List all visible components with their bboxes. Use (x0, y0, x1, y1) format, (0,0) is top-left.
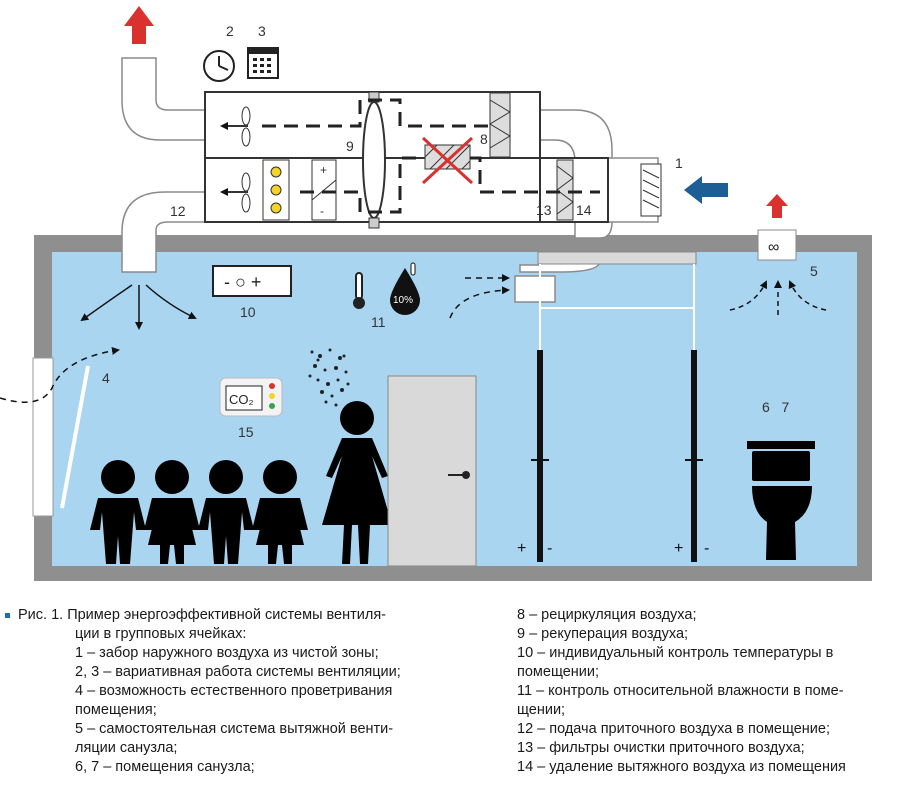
door-plus-1: + (517, 540, 526, 557)
caption-item: 5 – самостоятельная система вытяжной вен… (75, 721, 394, 737)
caption-item: 6, 7 – помещения санузла; (75, 759, 255, 775)
caption-item: 9 – рекуперация воздуха; (517, 626, 689, 642)
label-13: 13 (536, 202, 552, 218)
caption-item: 4 – возможность естественного проветрива… (75, 683, 393, 699)
label-5: 5 (810, 263, 818, 279)
outdoor-air-arrow (684, 176, 728, 204)
caption-item: 2, 3 – вариативная работа системы вентил… (75, 664, 401, 680)
calendar-icon (247, 47, 279, 79)
caption-item: 8 – рециркуляция воздуха; (517, 607, 697, 623)
caption-item: помещения; (75, 702, 157, 718)
label-9: 9 (346, 138, 354, 154)
label-1: 1 (675, 155, 683, 171)
label-6-7: 6 7 (762, 399, 789, 415)
controller-symbols: - ○ + (224, 272, 261, 292)
door (387, 375, 477, 567)
partition: + - + - (517, 251, 709, 562)
door-plus-2: + (674, 540, 683, 557)
label-12: 12 (170, 203, 186, 219)
caption-item: ляции санузла; (75, 740, 178, 756)
supply-air-arrows (80, 284, 197, 330)
label-2: 2 (226, 23, 234, 39)
caption-title-line2: ции в групповых ячейках: (75, 626, 247, 642)
wc-exhaust-arrow (766, 194, 788, 218)
children-silhouettes (90, 460, 308, 564)
caption-right: 8 – рециркуляция воздуха; 9 – рекупераци… (517, 606, 897, 777)
natural-ventilation-arrow (0, 346, 120, 403)
caption-item: 11 – контроль относительной влажности в … (517, 683, 844, 699)
co2-sensor: CO₂ (219, 377, 283, 417)
svg-text:-: - (320, 204, 324, 218)
wc-exhaust-flow (729, 280, 827, 315)
grille-inflow-arrow-2 (449, 286, 510, 319)
caption-item: 1 – забор наружного воздуха из чистой зо… (75, 645, 379, 661)
clock-icon (203, 50, 235, 82)
label-10: 10 (240, 304, 256, 320)
caption-item: щении; (517, 702, 566, 718)
exhaust-up-arrow (124, 6, 154, 44)
label-4: 4 (102, 370, 110, 386)
humidity-drop-icon: 10% (390, 262, 420, 315)
supply-fan-icon (220, 172, 251, 213)
caption-item: 14 – удаление вытяжного воздуха из помещ… (517, 759, 846, 775)
caption-title-line1: Рис. 1. Пример энергоэффективной системы… (18, 607, 387, 623)
exhaust-fan-icon (220, 106, 251, 147)
recuperator-wheel (362, 101, 386, 219)
child-2 (144, 460, 200, 564)
window-sash (60, 365, 90, 509)
adult-silhouette (322, 401, 392, 564)
caption-item: помещении; (517, 664, 600, 680)
label-14: 14 (576, 202, 592, 218)
filter-13 (489, 92, 511, 158)
caption-item: 10 – индивидуальный контроль температуры… (517, 645, 834, 661)
child-3 (198, 460, 254, 564)
wc-exhaust-symbol: ∞ (768, 239, 779, 256)
label-8: 8 (480, 131, 488, 147)
label-3: 3 (258, 23, 266, 39)
caption-item: 13 – фильтры очистки приточного воздуха; (517, 740, 805, 756)
toilet-icon (747, 441, 815, 560)
recirculation-damper (424, 144, 471, 170)
air-handling-unit: + - (204, 91, 662, 229)
child-4 (252, 460, 308, 564)
label-15: 15 (238, 424, 254, 440)
door-minus-2: - (704, 540, 709, 557)
door-minus-1: - (547, 540, 552, 557)
thermometer-icon (353, 272, 365, 309)
window (32, 357, 54, 517)
caption-left: Рис. 1. Пример энергоэффективной системы… (5, 606, 488, 777)
caption-item: 12 – подача приточного воздуха в помещен… (517, 721, 831, 737)
pollutant-cloud (308, 348, 350, 407)
co2-label: CO₂ (229, 392, 254, 407)
svg-text:+: + (320, 163, 327, 177)
label-11: 11 (371, 314, 386, 330)
wc-exhaust-fan (757, 229, 797, 261)
caption-bullet (5, 613, 10, 618)
child-1 (90, 460, 146, 564)
temperature-controller: - ○ + (212, 265, 292, 297)
filter-14 (556, 159, 574, 221)
ventilation-diagram: + - (0, 6, 872, 581)
humidity-value: 10% (393, 295, 413, 306)
